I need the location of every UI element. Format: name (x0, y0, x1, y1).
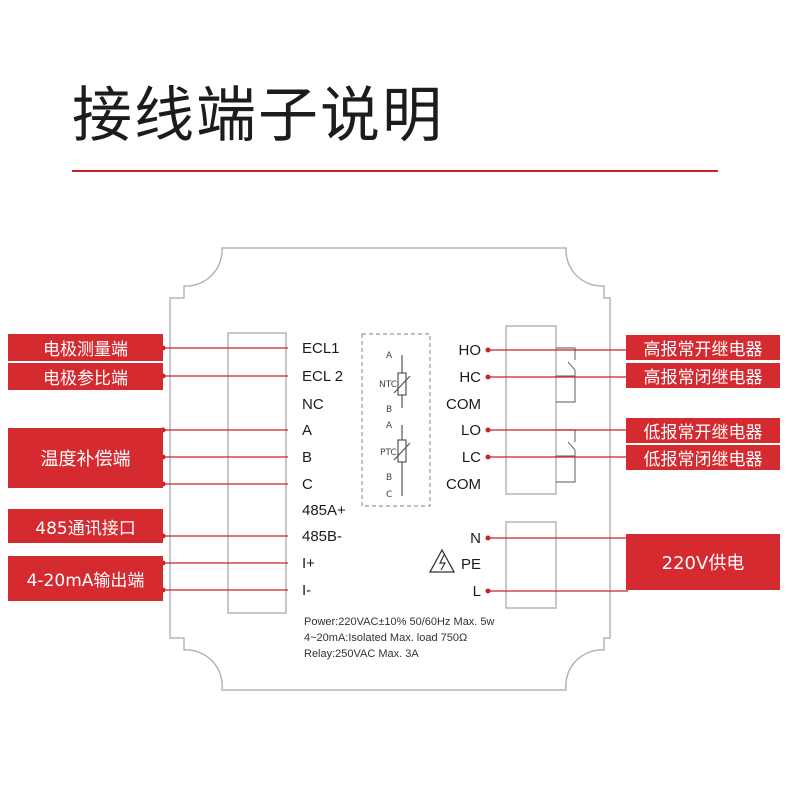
right-connector-dot (485, 347, 491, 353)
ntc-label: NTC (379, 380, 397, 390)
right-terminal-label: LC (462, 449, 481, 466)
spec-current-output: 4~20mA:Isolated Max. load 750Ω (304, 632, 467, 644)
left-terminal-label: C (302, 476, 313, 493)
ptc-pin-c: C (386, 490, 392, 500)
label-electrode-reference: 电极参比端 (8, 363, 163, 390)
right-connector-dot (485, 427, 491, 433)
right-connector-dot (485, 454, 491, 460)
left-terminal-label: I- (302, 582, 311, 599)
ptc-label: PTC (380, 448, 397, 458)
right-connector-lines (485, 347, 628, 594)
enclosure-outline (169, 247, 611, 691)
label-electrode-measure: 电极测量端 (8, 334, 163, 361)
ntc-pin-a: A (386, 351, 393, 361)
label-rs485: 485通讯接口 (8, 509, 163, 543)
right-terminal-label: HO (459, 342, 482, 359)
label-current-output: 4-20mA输出端 (8, 556, 163, 601)
page-title: 接线端子说明 (72, 81, 444, 151)
right-connector-dot (485, 588, 491, 594)
left-terminal-label: 485B- (302, 528, 342, 545)
right-terminal-label: COM (446, 396, 481, 413)
ptc-resistor-icon (393, 425, 411, 496)
label-low-no-relay: 低报常开继电器 (626, 418, 780, 443)
label-temp-compensation: 温度补偿端 (8, 428, 163, 488)
label-high-no-relay: 高报常开继电器 (626, 335, 780, 360)
left-terminal-label: B (302, 449, 312, 466)
relay-terminal-block (505, 325, 557, 495)
ntc-pin-b: B (386, 405, 392, 415)
sensor-box (361, 333, 431, 507)
ntc-resistor-icon (393, 355, 411, 408)
left-terminal-block (227, 332, 287, 614)
left-terminal-label: ECL 2 (302, 368, 343, 385)
right-connector-dot (485, 535, 491, 541)
left-terminal-label: A (302, 422, 312, 439)
left-terminal-label: 485A+ (302, 502, 346, 519)
label-low-nc-relay: 低报常闭继电器 (626, 445, 780, 470)
left-terminal-label: ECL1 (302, 340, 340, 357)
left-terminal-label: I+ (302, 555, 315, 572)
left-connector-lines (160, 345, 288, 593)
right-terminal-label: HC (459, 369, 481, 386)
spec-relay: Relay:250VAC Max. 3A (304, 648, 419, 660)
spec-power: Power:220VAC±10% 50/60Hz Max. 5w (304, 616, 495, 628)
right-terminal-label: PE (461, 556, 481, 573)
left-terminal-label: NC (302, 396, 324, 413)
right-terminal-label: COM (446, 476, 481, 493)
title-divider (72, 170, 718, 172)
high-relay-switch-icon (556, 347, 576, 403)
right-terminal-label: N (470, 530, 481, 547)
ptc-pin-b: B (386, 473, 392, 483)
label-power-supply: 220V供电 (626, 534, 780, 590)
power-terminal-block (505, 521, 557, 609)
right-connector-dot (485, 374, 491, 380)
high-voltage-warning-icon (428, 548, 456, 573)
ptc-pin-a: A (386, 421, 393, 431)
label-high-nc-relay: 高报常闭继电器 (626, 363, 780, 388)
right-terminal-label: LO (461, 422, 481, 439)
low-relay-switch-icon (556, 429, 576, 483)
right-terminal-label: L (473, 583, 481, 600)
